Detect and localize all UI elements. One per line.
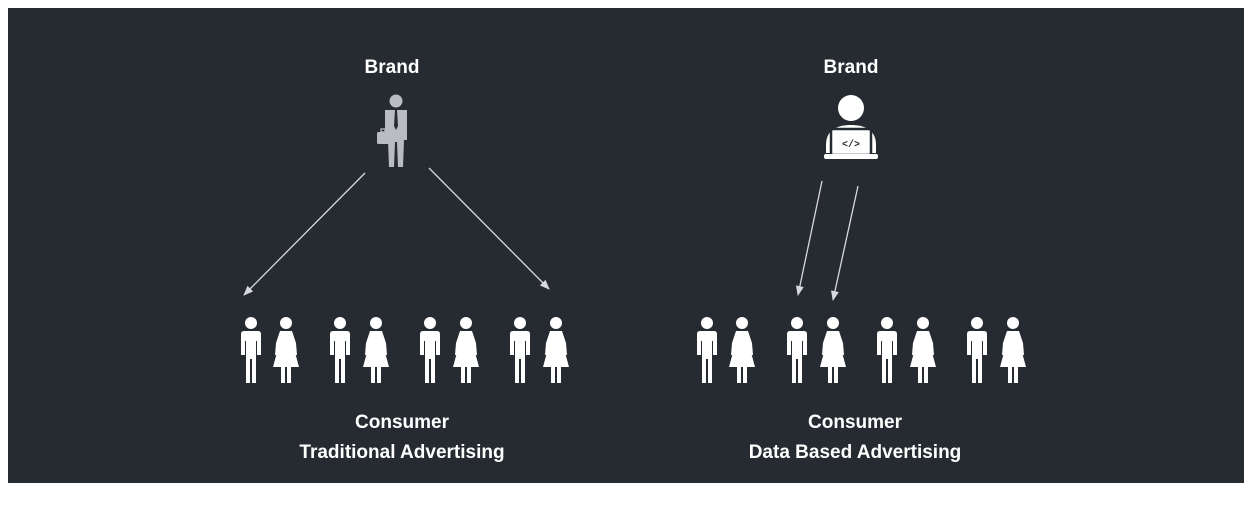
diagram-background xyxy=(8,8,1244,483)
man-icon xyxy=(967,317,987,383)
man-icon xyxy=(420,317,440,383)
left-arrow-1 xyxy=(243,172,366,296)
woman-icon xyxy=(273,317,299,383)
developer-laptop-icon: </> xyxy=(824,95,878,159)
left-consumer-group xyxy=(241,317,569,383)
woman-icon xyxy=(543,317,569,383)
woman-icon xyxy=(453,317,479,383)
woman-icon xyxy=(729,317,755,383)
man-icon xyxy=(697,317,717,383)
man-icon xyxy=(330,317,350,383)
businessman-icon xyxy=(377,94,407,167)
right-consumer-label: Consumer xyxy=(808,412,902,433)
left-arrow-2 xyxy=(428,167,550,290)
right-brand-label: Brand xyxy=(823,57,879,78)
woman-icon xyxy=(910,317,936,383)
woman-icon xyxy=(1000,317,1026,383)
svg-text:</>: </> xyxy=(842,139,860,151)
left-caption: Traditional Advertising xyxy=(299,442,505,463)
left-brand-label: Brand xyxy=(364,57,420,78)
man-icon xyxy=(510,317,530,383)
right-caption: Data Based Advertising xyxy=(748,442,962,463)
man-icon xyxy=(787,317,807,383)
left-consumer-label: Consumer xyxy=(355,412,449,433)
right-arrow-2 xyxy=(831,185,859,301)
right-arrow-1 xyxy=(795,180,823,296)
man-icon xyxy=(241,317,261,383)
right-consumer-group xyxy=(697,317,1026,383)
man-icon xyxy=(877,317,897,383)
woman-icon xyxy=(820,317,846,383)
woman-icon xyxy=(363,317,389,383)
